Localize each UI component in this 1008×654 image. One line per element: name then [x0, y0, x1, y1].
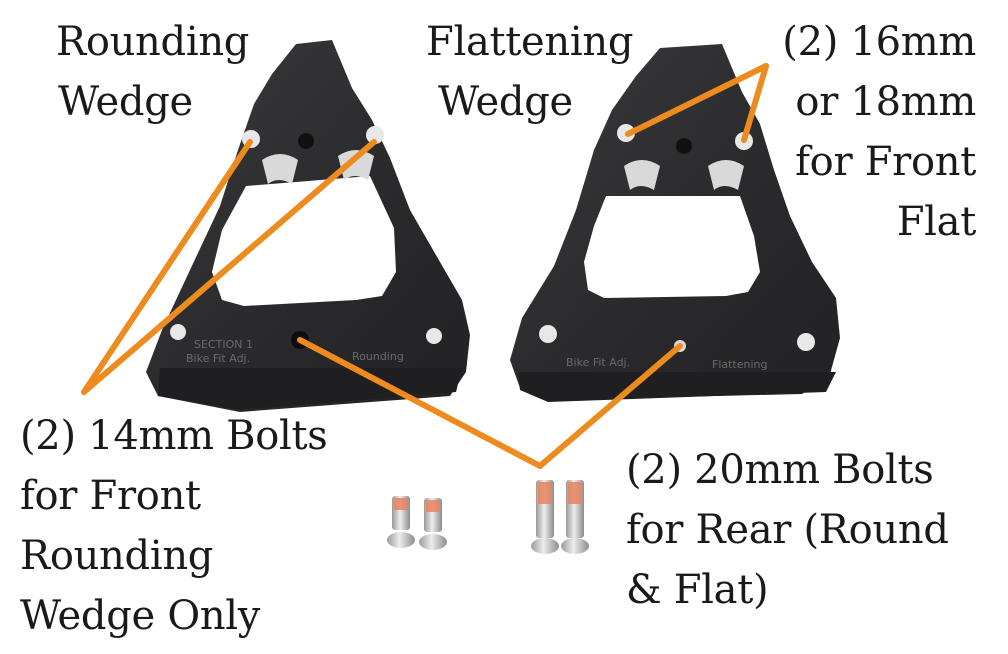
label-front-flat-bolts-line-1: (2) 16mm [782, 19, 976, 65]
label-front-flat-bolts: (2) 16mm or 18mm for Front Flat [782, 12, 976, 252]
bolt-20mm-1 [531, 480, 559, 554]
rounding-wedge-window [212, 176, 396, 306]
label-rear-bolts: (2) 20mm Bolts for Rear (Round & Flat) [626, 440, 949, 620]
flattening-wedge-slot-left [624, 160, 660, 190]
bolts-20mm [531, 480, 589, 554]
label-rear-bolts-line-2: for Rear (Round [626, 507, 949, 553]
rounding-wedge-bottom-shade [158, 368, 462, 410]
rounding-wedge-hole-top-right [366, 126, 384, 144]
label-flattening-wedge-line-2: Wedge [438, 79, 573, 125]
leader-lines [81, 63, 769, 469]
flattening-wedge-hole-bottom-left [539, 325, 557, 343]
rounding-wedge-hole-bottom-right [426, 328, 442, 344]
rounding-wedge-hole-center [298, 133, 314, 149]
bolt-14mm-2 [419, 498, 447, 550]
label-front-rounding-bolts-line-2: for Front [20, 473, 201, 519]
flattening-wedge-slot-right [708, 160, 744, 190]
rounding-wedge-slot-left [262, 154, 298, 184]
flattening-wedge-bottom-shade [518, 372, 836, 402]
label-front-rounding-bolts: (2) 14mm Bolts for Front Rounding Wedge … [20, 406, 328, 646]
label-front-rounding-bolts-line-4: Wedge Only [20, 593, 261, 639]
rounding-wedge-slot-right [338, 150, 374, 180]
flattening-wedge-hole-center [676, 138, 692, 154]
leader-16mm-to-left-hole [625, 63, 769, 137]
label-front-flat-bolts-line-3: for Front [795, 139, 976, 185]
label-flattening-wedge-line-1: Flattening [426, 19, 634, 65]
leader-14mm-to-right-hole [81, 139, 377, 395]
leader-16mm-to-right-hole [741, 63, 769, 143]
label-front-flat-bolts-line-2: or 18mm [795, 79, 976, 125]
leader-14mm-to-left-hole [81, 139, 253, 395]
label-flattening-wedge: Flattening Wedge [426, 12, 633, 132]
rounding-wedge-imprint-2: Bike Fit Adj. [186, 352, 250, 365]
flattening-wedge: Bike Fit Adj. Flattening [510, 44, 840, 402]
flattening-wedge-window [584, 196, 760, 298]
flattening-wedge-imprint-2: Flattening [712, 358, 768, 371]
rounding-wedge-imprint-1: SECTION 1 [194, 338, 253, 351]
label-rear-bolts-line-3: & Flat) [626, 567, 769, 613]
rounding-wedge-imprint-3: Rounding [352, 350, 404, 363]
rounding-wedge: SECTION 1 Bike Fit Adj. Rounding [146, 40, 470, 412]
label-front-rounding-bolts-line-1: (2) 14mm Bolts [20, 413, 328, 459]
label-rounding-wedge-line-2: Wedge [58, 79, 193, 125]
label-front-flat-bolts-line-4: Flat [896, 199, 977, 245]
flattening-wedge-imprint-1: Bike Fit Adj. [566, 356, 630, 369]
bolts-14mm [387, 496, 447, 550]
label-front-rounding-bolts-line-3: Rounding [20, 533, 214, 579]
flattening-wedge-hole-bottom-right [797, 333, 815, 351]
bolt-14mm-1 [387, 496, 415, 548]
bolt-20mm-2 [561, 480, 589, 554]
label-rear-bolts-line-1: (2) 20mm Bolts [626, 447, 934, 493]
rounding-wedge-hole-bottom-left [170, 324, 186, 340]
leader-20mm-to-rounding [297, 337, 543, 469]
label-rounding-wedge-line-1: Rounding [56, 19, 250, 65]
leader-20mm-to-flattening [537, 343, 683, 469]
label-rounding-wedge: Rounding Wedge [56, 12, 249, 132]
